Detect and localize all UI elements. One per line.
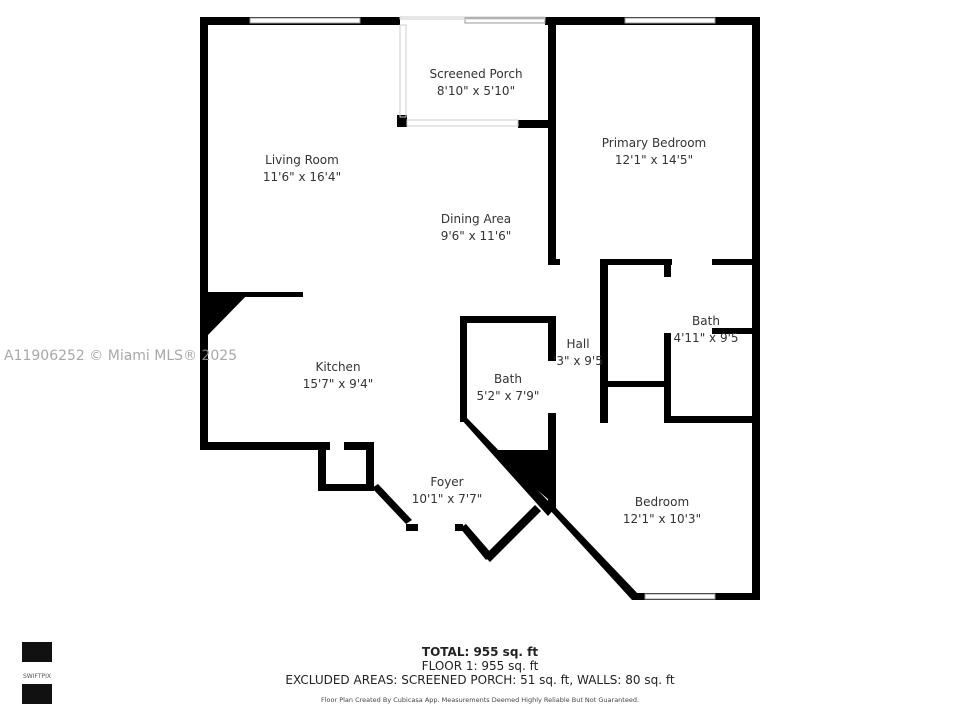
- room-hall: Hall'3" x 9'5: [553, 337, 603, 368]
- excluded-areas: EXCLUDED AREAS: SCREENED PORCH: 51 sq. f…: [285, 673, 675, 687]
- windows: [249, 16, 716, 600]
- watermark: A11906252 © Miami MLS® 2025: [4, 348, 238, 364]
- floor-area: FLOOR 1: 955 sq. ft: [421, 659, 539, 673]
- swiftpix-logo: SWIFTPIX: [22, 642, 52, 704]
- total-area: TOTAL: 955 sq. ft: [421, 645, 539, 659]
- disclaimer: Floor Plan Created By Cubicasa App. Meas…: [320, 696, 640, 704]
